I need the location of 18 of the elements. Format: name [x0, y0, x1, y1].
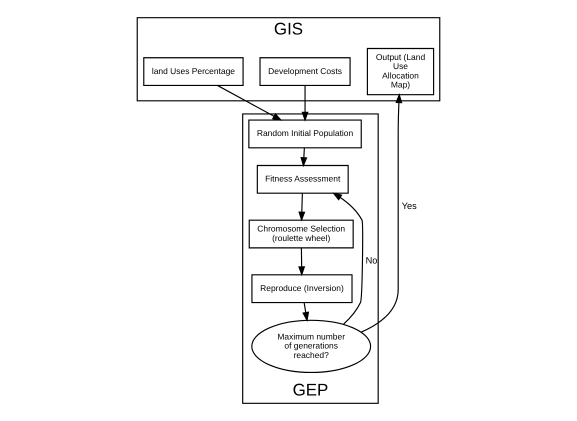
- arrow: [217, 85, 282, 121]
- arrow: [298, 193, 306, 222]
- node-box: Random Initial Population: [248, 120, 362, 148]
- arrow: [302, 302, 310, 322]
- node-box: Fitness Assessment: [256, 164, 349, 194]
- arrow: [298, 248, 306, 276]
- edge-label: No: [366, 256, 378, 266]
- node-ellipse: Maximum number of generations reached?: [251, 320, 372, 374]
- node-box: land Uses Percentage: [143, 57, 244, 86]
- node-box: Output (Land Use Allocation Map): [366, 48, 434, 96]
- arrow: [300, 148, 308, 168]
- arrow: [360, 93, 402, 333]
- node-box: Reproduce (Inversion): [251, 274, 353, 304]
- arrow: [302, 86, 309, 122]
- edge-label: Yes: [402, 201, 417, 212]
- arrow: [332, 192, 364, 325]
- node-box: Chromosome Selection (roulette wheel): [248, 220, 354, 248]
- node-box: Development Costs: [259, 57, 351, 86]
